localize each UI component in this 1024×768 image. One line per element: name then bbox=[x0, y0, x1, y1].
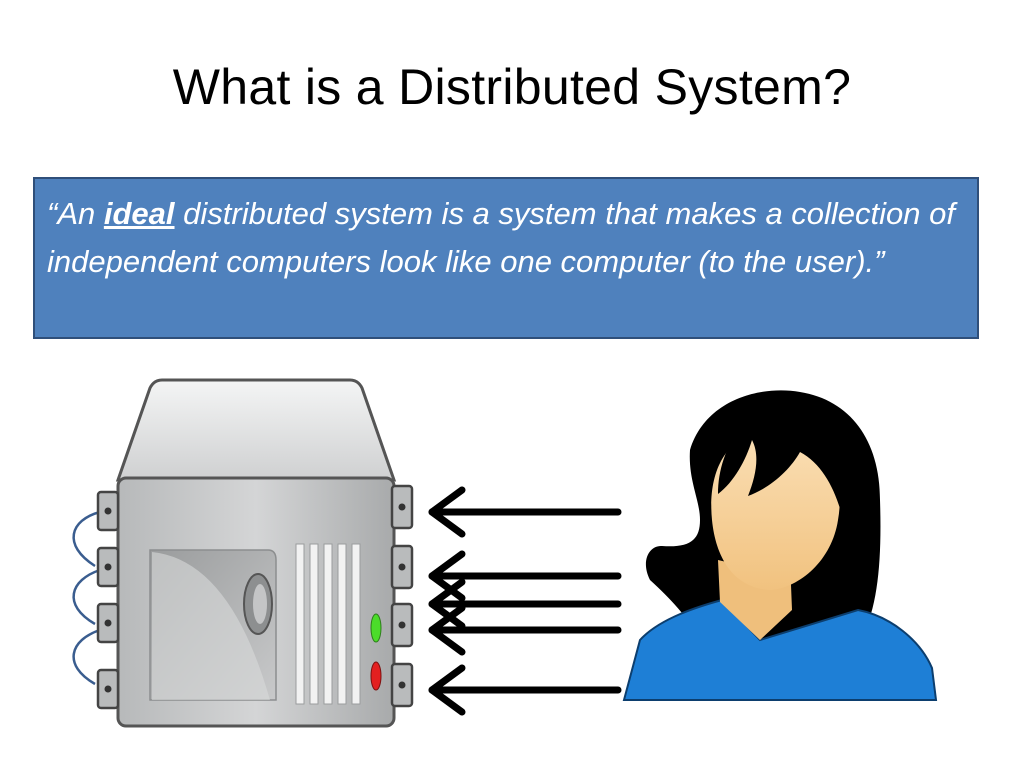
quote-emphasis-ideal: ideal bbox=[103, 196, 175, 231]
shirt bbox=[622, 598, 938, 701]
face bbox=[711, 428, 840, 590]
definition-quote-box: “An ideal distributed system is a system… bbox=[33, 177, 979, 339]
quote-rest: distributed system is a system that make… bbox=[47, 196, 955, 279]
arrow-2 bbox=[428, 550, 622, 602]
arrow-5 bbox=[428, 664, 622, 716]
distributed-system-illustration bbox=[72, 378, 938, 728]
slide-title: What is a Distributed System? bbox=[172, 59, 852, 115]
woman-user-icon bbox=[622, 390, 938, 701]
network-cables bbox=[72, 510, 101, 686]
request-arrows bbox=[428, 486, 622, 716]
led-red bbox=[370, 661, 382, 691]
vent-slots bbox=[295, 543, 361, 705]
arrow-4 bbox=[428, 604, 622, 656]
led-green bbox=[370, 613, 382, 643]
quote-open: “An bbox=[47, 196, 104, 231]
left-port-tabs bbox=[96, 490, 120, 710]
arrow-3 bbox=[428, 578, 622, 630]
arrow-1 bbox=[428, 486, 622, 538]
server-tower-icon bbox=[72, 378, 414, 728]
